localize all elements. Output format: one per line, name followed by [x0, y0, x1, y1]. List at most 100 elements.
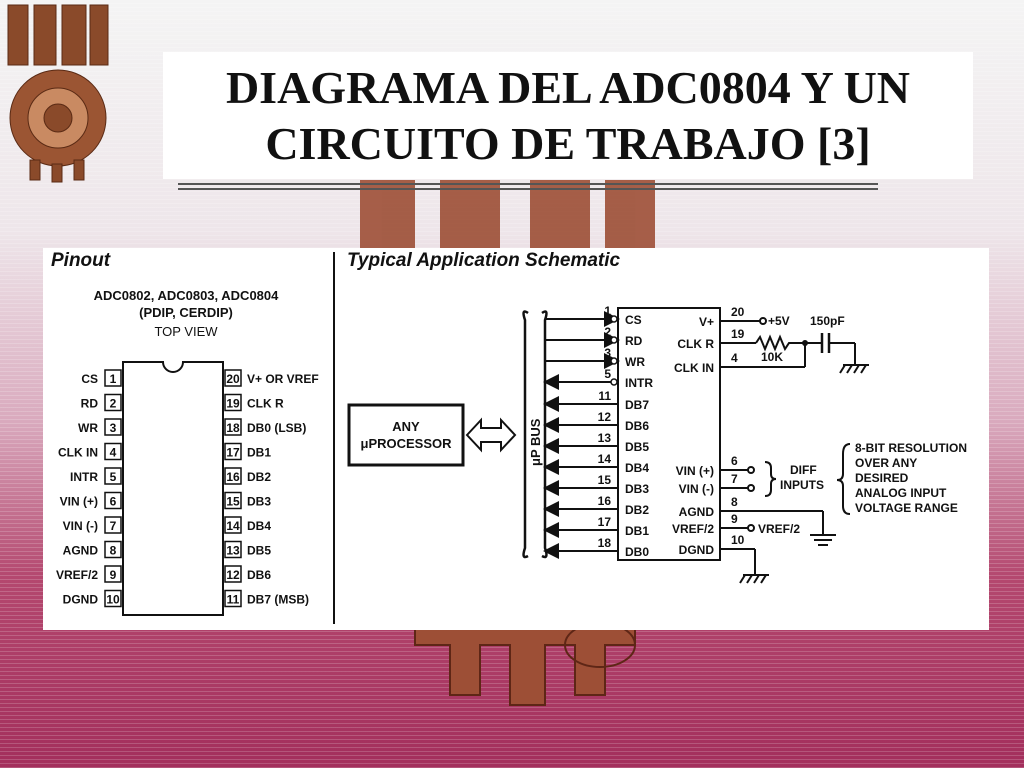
pinout-pin-number: 1	[110, 372, 117, 386]
active-low-bubble	[610, 378, 618, 386]
schematic-pin-number: 16	[598, 494, 612, 508]
dip-package	[122, 361, 224, 616]
pinout-pin-label: CLK IN	[58, 446, 98, 460]
schematic-pin-number: 15	[598, 473, 612, 487]
schematic-pin-number: 6	[731, 454, 738, 468]
resistor-10k	[755, 334, 805, 352]
pinout-pin-number: 16	[226, 470, 240, 484]
adc-diagram: Pinout ADC0802, ADC0803, ADC0804 (PDIP, …	[43, 248, 989, 630]
note-line: 8-BIT RESOLUTION	[855, 441, 967, 455]
pinout-pin-box	[224, 540, 242, 559]
pinout-pin-number: 14	[226, 519, 240, 533]
pinout-pin-box	[104, 369, 122, 387]
schematic-pin-label: DB7	[625, 398, 649, 412]
schematic-pin-number: 5	[604, 367, 611, 381]
diff-label-1: DIFF	[790, 463, 817, 477]
pinout-pin-box	[224, 393, 242, 412]
pinout-pin-label: DB0 (LSB)	[247, 421, 306, 435]
vref-label: VREF/2	[758, 522, 800, 536]
schematic-pin-number: 11	[598, 389, 611, 403]
schematic-pin-label: DB6	[625, 419, 649, 433]
schematic-pin-label: INTR	[625, 376, 653, 390]
processor-label-2: μPROCESSOR	[360, 436, 452, 451]
slide-title-line-2: CIRCUITO DE TRABAJO [3]	[265, 117, 871, 169]
schematic-pin-label: DGND	[679, 543, 715, 557]
pinout-pin-label: INTR	[70, 470, 98, 484]
active-low-bubble	[610, 336, 618, 344]
schematic-pin-label: VREF/2	[672, 522, 714, 536]
processor-box	[347, 403, 465, 467]
pinout-heading: Pinout	[51, 250, 111, 271]
schematic-pin-label: V+	[699, 315, 714, 329]
pinout-pin-box	[104, 589, 122, 608]
resistor-label: 10K	[761, 350, 783, 364]
note-brace	[836, 443, 851, 515]
pinout-pin-box	[224, 418, 242, 436]
pinout-pin-number: 11	[227, 593, 240, 607]
pinout-pin-number: 20	[226, 372, 240, 386]
schematic-pin-number: 1	[604, 304, 611, 318]
schematic-pin-label: AGND	[679, 505, 715, 519]
title-rule-bottom	[178, 188, 878, 190]
pinout-pin-box	[104, 516, 122, 534]
pinout-pin-box	[104, 491, 122, 510]
title-rule-top	[178, 183, 878, 185]
schematic-pin-number: 10	[731, 533, 745, 547]
schematic-pin-label: DB3	[625, 482, 649, 496]
ground-symbol-agnd	[810, 534, 836, 546]
pinout-pin-box	[224, 565, 242, 583]
diff-label-2: INPUTS	[780, 478, 824, 492]
processor-label-1: ANY	[392, 419, 420, 434]
pinout-pin-number: 5	[110, 470, 117, 484]
pinout-pin-box	[104, 418, 122, 436]
pinout-pin-number: 17	[226, 446, 240, 460]
pinout-pin-number: 9	[110, 568, 117, 582]
note-line: OVER ANY	[855, 456, 917, 470]
pinout-pin-box	[224, 369, 242, 387]
schematic-pin-number: 3	[604, 346, 611, 360]
note-line: VOLTAGE RANGE	[855, 501, 958, 515]
schematic-pin-number: 18	[598, 536, 612, 550]
pinout-pin-number: 3	[110, 421, 117, 435]
ground-symbol-clk	[839, 364, 869, 374]
pinout-pin-label: CS	[81, 372, 98, 386]
pinout-pin-label: WR	[78, 421, 98, 435]
pinout-pin-box	[104, 393, 122, 412]
pinout-pin-number: 13	[226, 544, 240, 558]
pinout-pin-label: DB3	[247, 495, 271, 509]
pinout-pin-box	[104, 442, 122, 461]
pinout-pin-number: 18	[226, 421, 240, 435]
schematic-pin-number: 17	[598, 515, 612, 529]
pinout-pin-box	[104, 565, 122, 583]
pinout-pin-box	[224, 491, 242, 510]
pinout-pin-number: 2	[110, 397, 117, 411]
pinout-pin-box	[224, 589, 242, 608]
schematic-pin-label: DB1	[625, 524, 649, 538]
schematic-pin-number: 14	[598, 452, 612, 466]
ipn-logo	[7, 4, 109, 183]
diff-brace	[764, 461, 777, 497]
adc-chip	[617, 307, 721, 561]
pinout-pin-label: AGND	[63, 544, 99, 558]
schematic-pin-label: WR	[625, 355, 645, 369]
schematic-pin-label: DB2	[625, 503, 649, 517]
pinout-part-line-2: (PDIP, CERDIP)	[139, 305, 233, 320]
pinout-pin-label: DB7 (MSB)	[247, 593, 309, 607]
schematic-pin-number: 7	[731, 472, 738, 486]
pinout-pin-number: 6	[110, 495, 117, 509]
supply-terminal	[759, 317, 767, 325]
pinout-pin-number: 10	[106, 593, 120, 607]
schematic-pin-number: 19	[731, 327, 745, 341]
note-line: ANALOG INPUT	[855, 486, 947, 500]
schematic-pin-label: VIN (+)	[676, 464, 714, 478]
pinout-pin-box	[224, 442, 242, 461]
active-low-bubble	[610, 357, 618, 365]
pinout-pin-number: 4	[110, 446, 117, 460]
schematic-pin-number: 4	[731, 351, 738, 365]
schematic-pin-number: 8	[731, 495, 738, 509]
pinout-pin-label: V+ OR VREF	[247, 372, 319, 386]
pinout-pin-number: 15	[226, 495, 240, 509]
pinout-part-line-1: ADC0802, ADC0803, ADC0804	[94, 288, 280, 303]
